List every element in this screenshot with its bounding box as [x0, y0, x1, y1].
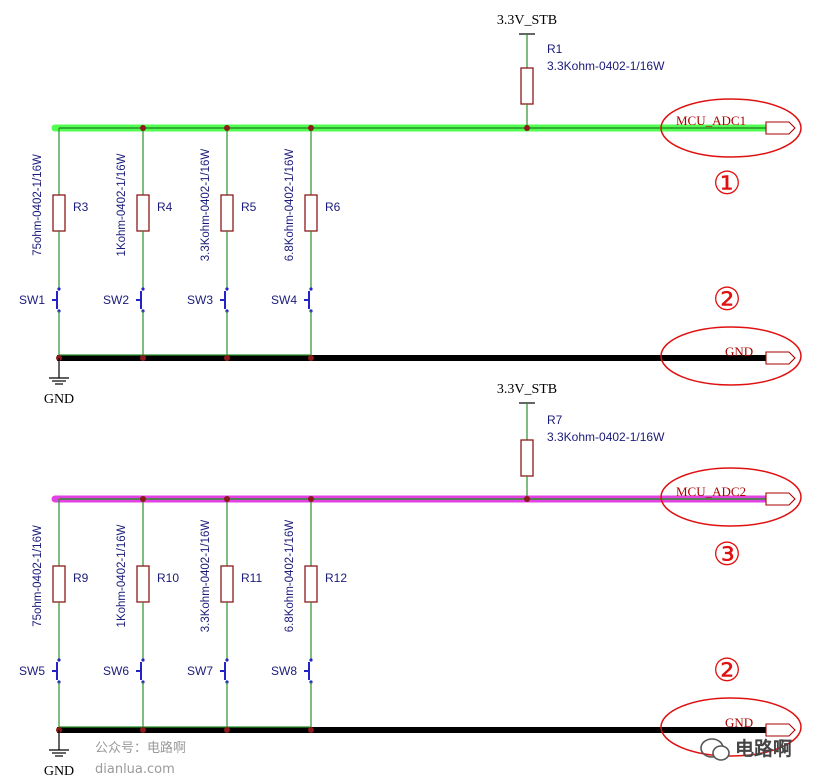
resistor-pullup [520, 439, 534, 477]
junction-dot [224, 727, 230, 733]
switch-designator: SW8 [271, 664, 297, 678]
resistor-value: 3.3Kohm-0402-1/16W [200, 520, 212, 633]
supply-label: 3.3V_STB [497, 382, 557, 397]
junction-dot [308, 727, 314, 733]
watermark-account-label: 公众号：电路啊 [95, 740, 186, 756]
resistor-body [220, 565, 234, 603]
junction-dot [524, 496, 530, 502]
junction-dot [224, 125, 230, 131]
annotation-oval [660, 326, 802, 386]
net-port-gnd [765, 723, 796, 737]
resistor-value: 3.3Kohm-0402-1/16W [200, 149, 212, 262]
watermark-logo-text: 电路啊 [735, 737, 792, 760]
pullup-value: 3.3Kohm-0402-1/16W [547, 59, 665, 73]
resistor-pullup [520, 67, 534, 105]
gnd-symbol-label: GND [44, 392, 74, 407]
switch-pin [141, 658, 145, 662]
resistor-value: 75ohm-0402-1/16W [32, 525, 44, 627]
watermark-url: dianlua.com [95, 762, 175, 777]
switch-pin [309, 658, 313, 662]
switch-pin [225, 287, 229, 291]
gnd-marker: ② [713, 280, 742, 318]
switch-pin [309, 287, 313, 291]
pullup-value: 3.3Kohm-0402-1/16W [547, 430, 665, 444]
gnd-net-label: GND [725, 715, 753, 730]
switch-pin [57, 287, 61, 291]
net-marker: ③ [713, 535, 742, 573]
net-label: MCU_ADC1 [676, 113, 746, 128]
wechat-icon-bubble [712, 745, 730, 761]
resistor-body [52, 194, 66, 232]
annotation-oval [660, 467, 802, 527]
resistor-value: 6.8Kohm-0402-1/16W [284, 149, 296, 262]
gnd-marker: ② [713, 651, 742, 689]
switch-designator: SW1 [19, 293, 45, 307]
switch-designator: SW6 [103, 664, 129, 678]
resistor-body [304, 565, 318, 603]
junction-dot [140, 727, 146, 733]
resistor-designator: R5 [241, 200, 257, 214]
net-marker: ① [713, 164, 742, 202]
resistor-designator: R4 [157, 200, 173, 214]
junction-dot [140, 496, 146, 502]
resistor-value: 75ohm-0402-1/16W [32, 154, 44, 256]
junction-dot [524, 125, 530, 131]
switch-pin [225, 658, 229, 662]
switch-designator: SW4 [271, 293, 297, 307]
resistor-value: 6.8Kohm-0402-1/16W [284, 520, 296, 633]
gnd-symbol-label: GND [44, 764, 74, 779]
switch-pin [141, 287, 145, 291]
net-port-mcu_adc2 [765, 492, 796, 506]
gnd-net-label: GND [725, 344, 753, 359]
resistor-body [136, 565, 150, 603]
switch-pin [57, 658, 61, 662]
switch-designator: SW7 [187, 664, 213, 678]
switch-designator: SW3 [187, 293, 213, 307]
net-port-mcu_adc1 [765, 121, 796, 135]
resistor-body [52, 565, 66, 603]
junction-dot [308, 125, 314, 131]
resistor-designator: R3 [73, 200, 89, 214]
switch-designator: SW2 [103, 293, 129, 307]
annotation-oval [660, 98, 802, 158]
net-label: MCU_ADC2 [676, 484, 746, 499]
switch-designator: SW5 [19, 664, 45, 678]
junction-dot [308, 496, 314, 502]
resistor-value: 1Kohm-0402-1/16W [116, 524, 128, 627]
resistor-value: 1Kohm-0402-1/16W [116, 153, 128, 256]
resistor-designator: R11 [241, 571, 262, 585]
junction-dot [308, 355, 314, 361]
resistor-body [304, 194, 318, 232]
resistor-body [136, 194, 150, 232]
junction-dot [224, 355, 230, 361]
supply-label: 3.3V_STB [497, 13, 557, 28]
resistor-designator: R12 [325, 571, 347, 585]
annotation-oval [660, 697, 802, 757]
net-port-gnd [765, 351, 796, 365]
wechat-icon [700, 738, 730, 761]
junction-dot [140, 125, 146, 131]
resistor-designator: R10 [157, 571, 179, 585]
junction-dot [140, 355, 146, 361]
pullup-designator: R1 [547, 42, 563, 56]
watermark: 公众号：电路啊 dianlua.com 电路啊 [95, 737, 792, 777]
resistor-designator: R6 [325, 200, 341, 214]
resistor-designator: R9 [73, 571, 89, 585]
pullup-designator: R7 [547, 413, 563, 427]
junction-dot [224, 496, 230, 502]
resistor-body [220, 194, 234, 232]
